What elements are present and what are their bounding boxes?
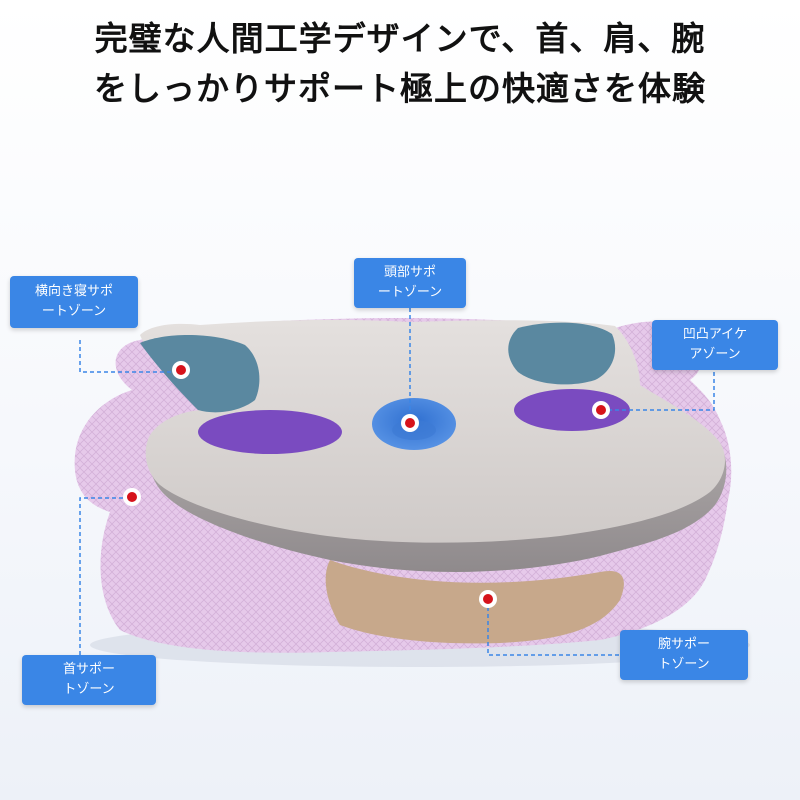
- callout-side-sleep-line-1: 横向き寝サポ: [34, 284, 113, 299]
- callout-arm-line-2: トゾーン: [658, 657, 710, 672]
- marker-head: [401, 414, 419, 432]
- callout-contour-line-2: アゾーン: [689, 347, 741, 362]
- callout-side-sleep-line-2: ートゾーン: [41, 304, 107, 319]
- side-sleep-zone-left: [140, 334, 260, 413]
- contour-zone-right: [514, 389, 630, 431]
- leader-contour: [604, 372, 715, 411]
- callout-contour-zone: 凹凸アイケ アゾーン: [652, 320, 778, 370]
- callout-arm-line-1: 腕サポー: [657, 637, 710, 652]
- callout-neck-zone: 首サポー トゾーン: [22, 655, 156, 705]
- contour-zone-left: [198, 410, 342, 454]
- headline-line-1: 完璧な人間工学デザインで、首、肩、腕: [94, 19, 706, 58]
- callout-head-line-1: 頭部サポ: [383, 265, 436, 280]
- headline-line-2: をしっかりサポート極上の快適さを体験: [94, 69, 706, 108]
- callout-neck-line-1: 首サポー: [62, 662, 115, 677]
- leader-neck: [79, 497, 130, 655]
- leader-side-sleep: [79, 340, 180, 373]
- callout-arm-zone: 腕サポー トゾーン: [620, 630, 748, 680]
- callout-side-sleep-zone: 横向き寝サポ ートゾーン: [10, 276, 138, 328]
- arm-support-zone: [325, 560, 624, 644]
- marker-side-sleep: [172, 361, 190, 379]
- marker-neck: [123, 488, 141, 506]
- callout-head-line-2: ートゾーン: [377, 285, 443, 300]
- leader-arm: [487, 600, 620, 656]
- side-sleep-zone-right: [508, 322, 616, 385]
- headline: 完璧な人間工学デザインで、首、肩、腕 をしっかりサポート極上の快適さを体験: [0, 14, 800, 114]
- callout-head-zone: 頭部サポ ートゾーン: [354, 258, 466, 308]
- callout-neck-line-2: トゾーン: [63, 682, 115, 697]
- callout-contour-line-1: 凹凸アイケ: [682, 327, 748, 342]
- marker-contour: [592, 401, 610, 419]
- marker-arm: [479, 590, 497, 608]
